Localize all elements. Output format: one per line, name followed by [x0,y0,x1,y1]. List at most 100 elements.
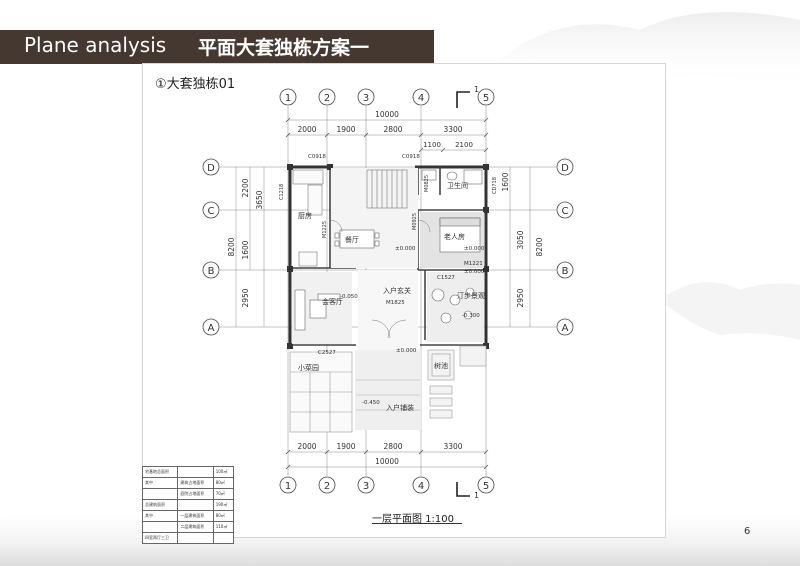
axis-label-4-top: 4 [418,93,424,104]
axis-label-2-top: 2 [324,93,330,104]
axis-label-a-right: A [562,323,569,334]
room-vegetable-garden: 小菜园 [298,363,319,372]
bottom-span-3: 2800 [383,442,402,451]
top-span-2: 1900 [336,125,355,134]
tag-m1221: M1221 [464,261,483,267]
room-walkway-view: 汀步景观 [457,292,485,300]
table-cell [177,532,214,544]
level-lounge: -0.050 [340,294,358,300]
left-total-dimension: 8200 [227,237,236,256]
table-cell: 80㎡ [212,510,235,522]
table-cell: 其中 [141,477,179,489]
axis-label-c-right: C [562,206,569,217]
floor-plan-drawing [202,88,574,497]
table-cell: 70㎡ [212,488,235,500]
left-span-1: 2200 [241,178,250,197]
tag-c2527: C2527 [318,350,336,356]
room-tree-pool: 树池 [434,361,448,370]
table-cell [141,488,179,500]
table-cell: 110㎡ [212,521,235,533]
axis-label-5-top: 5 [483,93,489,104]
table-row: 二层建筑面积 110㎡ [141,521,235,533]
tag-c0918-a: C0918 [308,154,326,160]
level-elder: ±0.000 [464,246,485,252]
tag-m1825: M1825 [386,300,405,306]
top-span-1: 2000 [297,125,316,134]
bottom-span-2: 1900 [336,442,355,451]
level-paving: -0.450 [362,400,380,406]
axis-label-a-left: A [208,323,215,334]
page-subtitle: 平面大套独栋方案一 [198,37,370,59]
top-span-4: 3300 [443,125,462,134]
right-span-1: 1600 [501,172,510,191]
table-cell: 庭院占地面积 [177,488,214,500]
room-bathroom: 卫生间 [447,181,468,190]
top-sub-span-1: 1100 [423,141,441,149]
axis-label-1-bottom: 1 [285,481,291,492]
room-entry-hall: 入户玄关 [383,286,411,295]
top-sub-span-2: 2100 [455,141,473,149]
table-cell: 总建筑面积 [141,499,179,511]
left-span-2: 1600 [241,240,250,259]
table-cell [177,499,214,511]
axis-label-c-left: C [208,206,215,217]
tag-m0925: M0925 [412,213,418,230]
table-cell [141,521,179,533]
table-row: 总建筑面积 190㎡ [141,499,235,511]
page-title: Plane analysis [24,33,167,57]
left-span-3: 2950 [241,288,250,307]
tag-c1527: C1527 [437,275,455,281]
right-total-dimension: 8200 [535,237,544,256]
axis-label-5-bottom: 5 [483,481,489,492]
table-cell [177,466,214,478]
room-dining: 餐厅 [345,235,359,244]
tag-cd718: CD718 [492,177,498,194]
axis-label-4-bottom: 4 [418,481,424,492]
axis-label-1-top: 1 [285,93,291,104]
bottom-span-4: 3300 [443,442,462,451]
room-entry-paving: 入户铺装 [386,403,414,412]
table-cell [212,532,235,544]
tag-c0918-b: C0918 [402,154,420,160]
top-span-3: 2800 [383,125,402,134]
plan-caption: 一层平面图 1:100 [372,514,454,525]
bottom-total-dimension: 10000 [375,457,399,466]
room-elder: 老人房 [444,232,465,241]
table-row: 其中 一层建筑面积 80㎡ [141,510,235,522]
plan-title: ①大套独栋01 [155,77,236,92]
area-stats-table: 宅基地总面积 100㎡ 其中 建筑占地面积 80㎡ 庭院占地面积 70㎡ 总建筑… [141,466,235,544]
table-cell: 一层建筑面积 [177,510,214,522]
left-sub-dimension: 3650 [255,190,264,209]
table-row: 庭院占地面积 70㎡ [141,488,235,500]
top-total-dimension: 10000 [375,110,399,119]
room-kitchen: 厨房 [298,211,312,220]
section-mark-top: 1 [474,85,479,94]
tag-m1225: M1225 [322,221,328,238]
table-row: 宅基地总面积 100㎡ [141,466,235,478]
axis-label-d-left: D [207,163,215,174]
tag-m0825: M0825 [424,175,430,192]
axis-label-d-right: D [561,163,569,174]
section-mark-bottom: 1 [474,491,479,500]
tag-c1218: C1218 [279,184,285,200]
level-hall: ±0.000 [396,348,417,354]
level-c1527: ±0.000 [464,269,485,275]
axis-label-3-top: 3 [363,93,369,104]
axis-label-2-bottom: 2 [324,481,330,492]
table-cell: 其中 [141,510,179,522]
table-row: 四室两厅三卫 [141,532,235,544]
plan-labels: 1 2 3 4 5 1 2 3 4 5 A B C D A B C D 1 1 … [207,85,569,500]
right-span-2: 3050 [516,230,525,249]
table-cell: 建筑占地面积 [177,477,214,489]
table-cell: 100㎡ [212,466,235,478]
table-cell: 190㎡ [212,499,235,511]
header-banner: Plane analysis 平面大套独栋方案一 [0,30,434,64]
table-cell: 二层建筑面积 [177,521,214,533]
table-cell: 80㎡ [212,477,235,489]
bottom-span-1: 2000 [297,442,316,451]
page-number: 6 [744,526,751,537]
room-lounge: 会客厅 [322,297,343,306]
level-walkway: -0.300 [462,313,480,319]
table-cell: 四室两厅三卫 [141,532,179,544]
caption-underline [372,523,462,524]
